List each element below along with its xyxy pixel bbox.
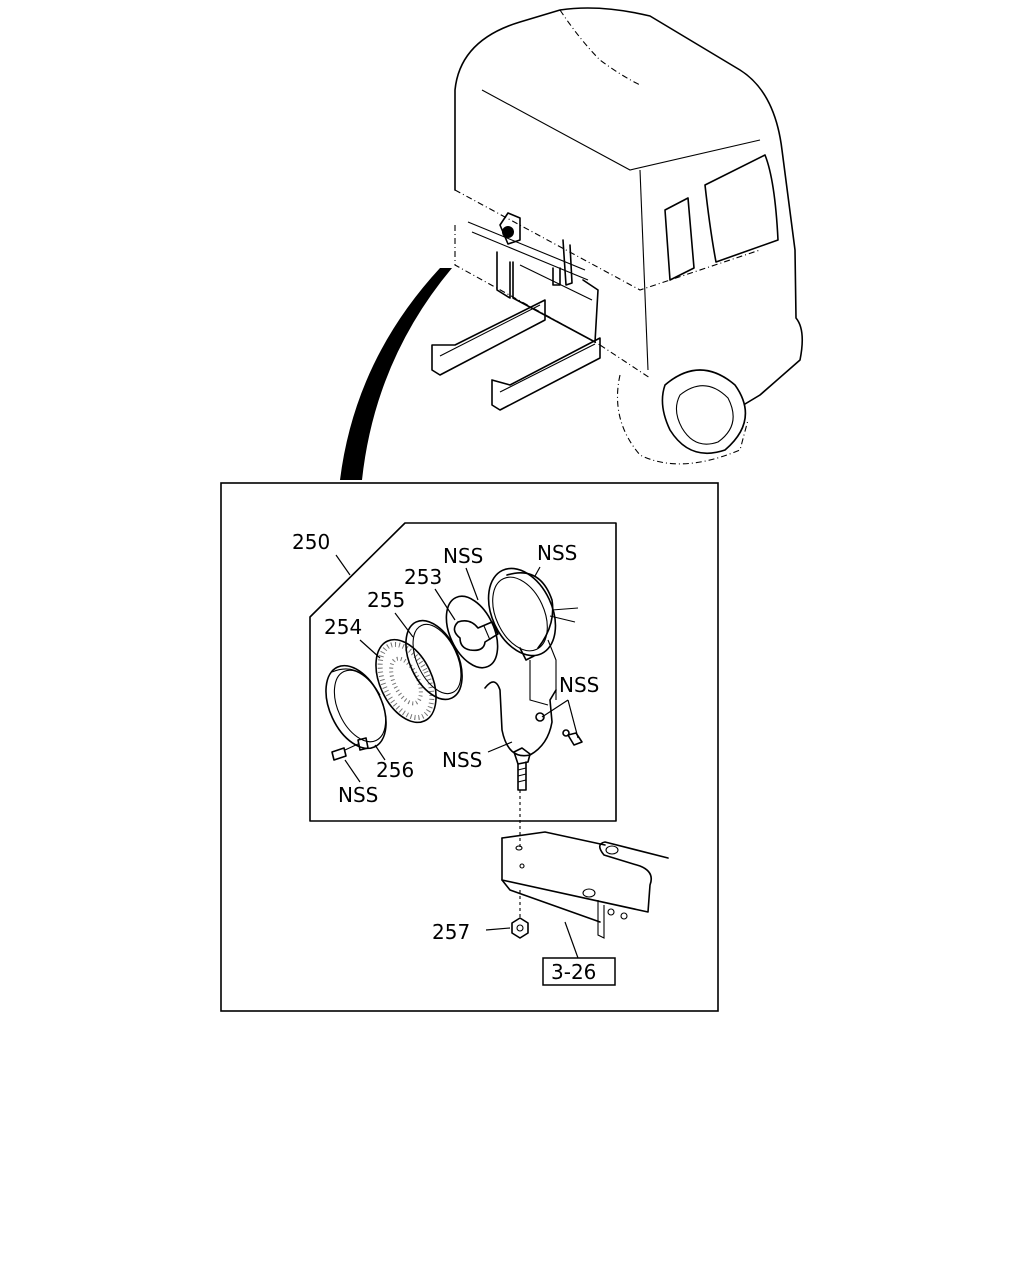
connector-swoosh <box>340 268 452 480</box>
truck-cab <box>431 7 804 465</box>
callout-250: 250 <box>292 530 330 554</box>
callout-255: 255 <box>367 588 405 612</box>
leader-lines <box>335 554 579 959</box>
callout-254: 254 <box>324 615 362 639</box>
detail-frame <box>220 482 719 1012</box>
page-reference-box[interactable] <box>542 957 616 986</box>
callout-256: 256 <box>376 758 414 782</box>
callout-nss-rim-screw: NSS <box>338 783 378 807</box>
mounting-plate <box>501 831 669 939</box>
callout-257: 257 <box>432 920 470 944</box>
callout-nss-bulb-socket: NSS <box>443 544 483 568</box>
page-reference-label: 3-26 <box>551 960 596 984</box>
callout-253: 253 <box>404 565 442 589</box>
callout-nss-housing: NSS <box>537 541 577 565</box>
assembly-boundary <box>309 522 617 822</box>
callout-nss-bracket: NSS <box>442 748 482 772</box>
callout-nss-bracket-bolts: NSS <box>559 673 599 697</box>
lamp-exploded-view <box>325 567 583 850</box>
